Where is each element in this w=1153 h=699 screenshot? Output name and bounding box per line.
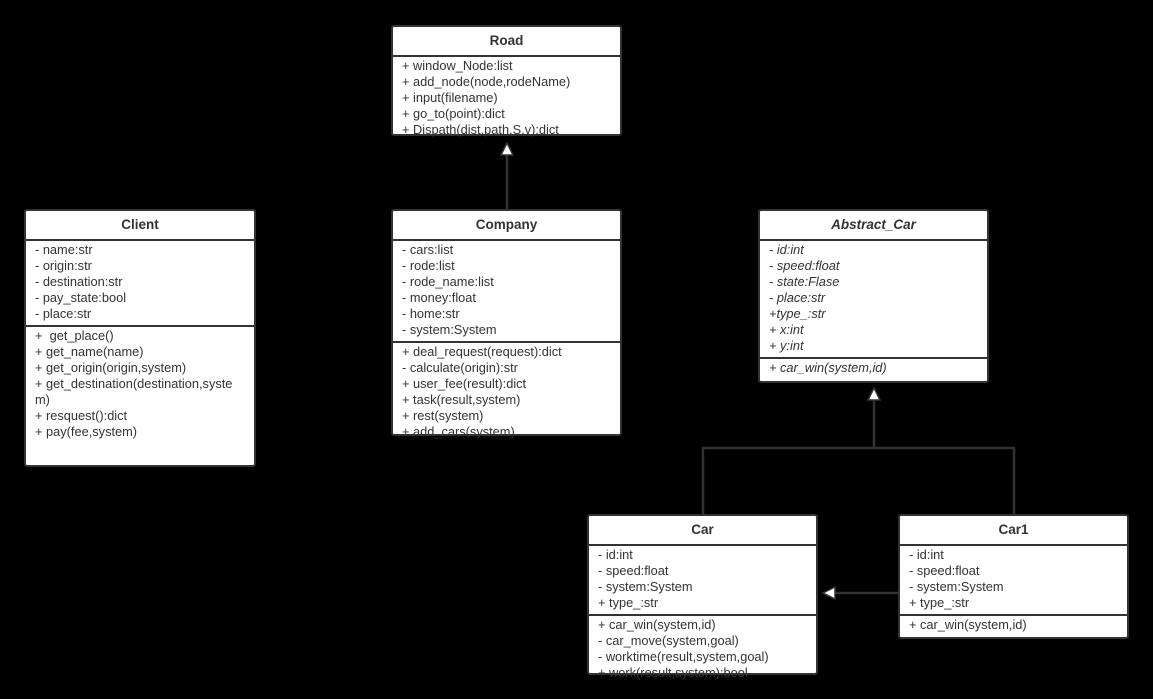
method-row: + deal_request(request):dict [402,344,562,359]
method-row: + pay(fee,system) [35,424,138,439]
method-row: + get_name(name) [35,344,144,359]
class-car[interactable]: Car- id:int- speed:float- system:System+… [587,514,818,680]
connector-car1-abstract-car [874,446,1016,514]
class-car1[interactable]: Car1- id:int- speed:float- system:System… [898,514,1129,639]
attribute-row: - id:int [909,547,944,562]
method-row: + car_win(system,id) [909,617,1027,632]
method-row: + user_fee(result):dict [402,376,527,391]
attribute-row: - speed:float [769,258,840,273]
arrowhead-car [821,585,836,601]
class-name-client: Client [26,211,254,241]
attribute-row: + y:int [769,338,804,353]
class-company[interactable]: Company- cars:list- rode:list- rode_name… [391,209,622,439]
attribute-row: - money:float [402,290,476,305]
attribute-row: + type_:str [909,595,970,610]
attribute-row: - system:System [909,579,1004,594]
method-row: + add_node(node,rodeName) [402,74,571,89]
attribute-row: - cars:list [402,242,454,257]
company-attributes: - cars:list- rode:list- rode_name:list- … [393,241,620,341]
car-methods: + car_win(system,id)- car_move(system,go… [589,614,816,684]
attribute-row: - id:int [598,547,633,562]
connector-car-abstract-car [701,446,874,514]
attribute-row: - origin:str [35,258,92,273]
arrowhead-road [499,141,515,156]
car1-methods: + car_win(system,id) [900,614,1127,636]
attribute-row: - home:str [402,306,460,321]
class-name-car1: Car1 [900,516,1127,546]
class-client[interactable]: Client- name:str- origin:str- destinatio… [24,209,256,467]
method-row: + Dispath(dist,path,S,v):dict [402,122,559,137]
method-row: + resquest():dict [35,408,128,423]
method-row: + rest(system) [402,408,484,423]
class-abstract-car[interactable]: Abstract_Car- id:int- speed:float- state… [758,209,989,383]
class-road[interactable]: Road+ window_Node:list+ add_node(node,ro… [391,25,622,137]
attribute-row: + x:int [769,322,804,337]
attribute-row: - id:int [769,242,804,257]
attribute-row: - system:System [402,322,497,337]
client-attributes: - name:str- origin:str- destination:str-… [26,241,254,325]
class-name-abstract-car: Abstract_Car [760,211,987,241]
method-row: + get_place() [35,328,114,343]
arrowhead-abstract-car [866,386,882,401]
method-row: + task(result,system) [402,392,521,407]
attribute-row: + type_:str [598,595,659,610]
car1-attributes: - id:int- speed:float- system:System+ ty… [900,546,1127,614]
abstract-car-attributes: - id:int- speed:float- state:Flase- plac… [760,241,987,357]
method-row: - car_move(system,goal) [598,633,739,648]
attribute-row: - state:Flase [769,274,840,289]
class-name-car: Car [589,516,816,546]
attribute-row: - destination:str [35,274,123,289]
method-row: + add_cars(system) [402,424,515,439]
method-row: + car_win(system,id) [598,617,716,632]
abstract-car-methods: + car_win(system,id) [760,357,987,379]
attribute-row: - speed:float [909,563,980,578]
class-name-road: Road [393,27,620,57]
method-row: - worktime(result,system,goal) [598,649,769,664]
method-row: + input(filename) [402,90,498,105]
attribute-row: - rode_name:list [402,274,494,289]
method-row: + get_origin(origin,system) [35,360,187,375]
road-methods: + window_Node:list+ add_node(node,rodeNa… [393,57,620,141]
method-row: + car_win(system,id) [769,360,887,375]
attribute-row: - speed:float [598,563,669,578]
class-name-company: Company [393,211,620,241]
client-methods: + get_place()+ get_name(name)+ get_origi… [26,325,254,443]
attribute-row: - pay_state:bool [35,290,127,305]
attribute-row: - rode:list [402,258,455,273]
method-row: + window_Node:list [402,58,513,73]
attribute-row: - place:str [769,290,826,305]
company-methods: + deal_request(request):dict- calculate(… [393,341,620,443]
method-row: + work(result,system):bool [598,665,748,680]
method-row: + get_destination(destination,system) [35,376,233,407]
method-row: - calculate(origin):str [402,360,518,375]
method-row: + go_to(point):dict [402,106,505,121]
attribute-row: - system:System [598,579,693,594]
attribute-row: - name:str [35,242,93,257]
attribute-row: - place:str [35,306,92,321]
car-attributes: - id:int- speed:float- system:System+ ty… [589,546,816,614]
attribute-row: +type_:str [769,306,826,321]
